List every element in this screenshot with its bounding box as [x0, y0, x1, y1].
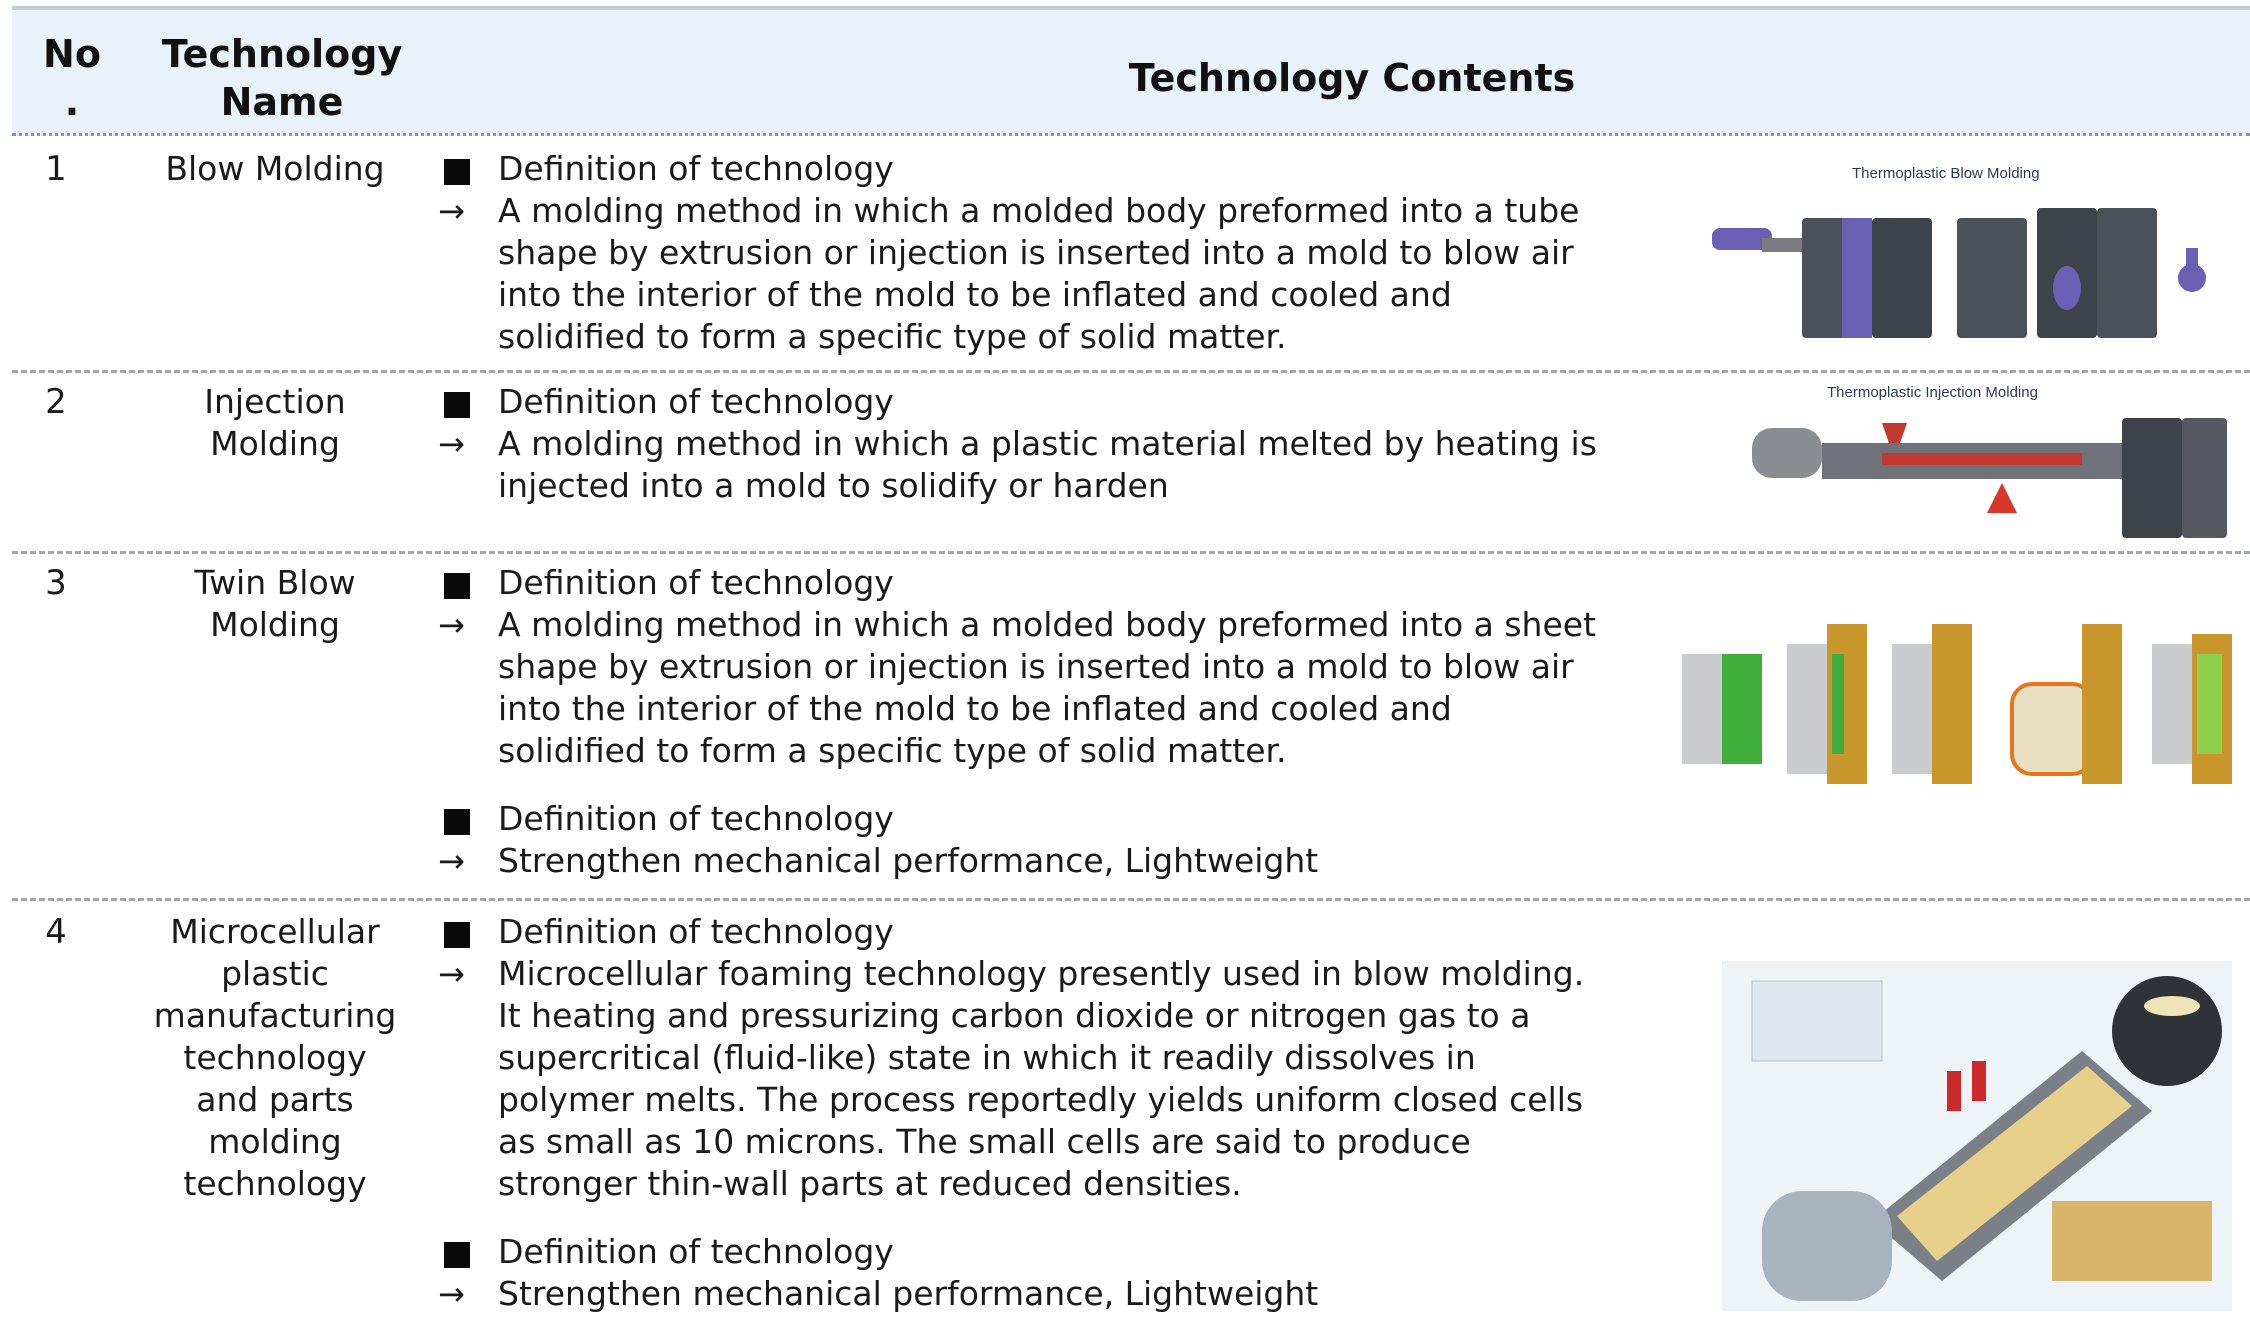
figure-title: Thermoplastic Blow Molding [1852, 165, 2040, 182]
technology-contents: Definition of technology → A molding met… [430, 148, 1610, 358]
definition-body-text: Microcellular foaming technology present… [498, 954, 1585, 1203]
definition-heading-text: Definition of technology [498, 149, 894, 188]
motor-icon [1752, 428, 1822, 478]
definition-text: → Strengthen mechanical performance, Lig… [430, 840, 1610, 882]
definition-heading: Definition of technology [430, 562, 1610, 604]
hopper-icon [1882, 423, 1907, 443]
right-arrow-bullet-icon: → [438, 1275, 465, 1313]
mold-close-stage-icon [1787, 624, 1867, 784]
black-square-bullet-icon [444, 159, 470, 185]
closed-mold-icon [1957, 218, 2027, 338]
technology-contents: Definition of technology → A molding met… [430, 562, 1610, 882]
definition-text: → A molding method in which a molded bod… [430, 190, 1610, 358]
technology-name: Blow Molding [165, 149, 385, 188]
parison-nozzle-icon [1712, 228, 1772, 250]
black-square-bullet-icon [444, 1242, 470, 1268]
right-arrow-bullet-icon: → [438, 606, 465, 644]
table-row: 4 Microcellular plastic manufacturing te… [12, 901, 2250, 1321]
definition-text: → Microcellular foaming technology prese… [430, 953, 1610, 1205]
injection-molding-figure: Thermoplastic Injection Molding [1752, 384, 2227, 538]
table-row: 2 Injection Molding Definition of techno… [12, 373, 2250, 549]
definition-body-text: A molding method in which a molded body … [498, 605, 1597, 770]
definition-heading-text: Definition of technology [498, 382, 894, 421]
die-head-icon [1762, 1191, 1892, 1301]
definition-text: → A molding method in which a molded bod… [430, 604, 1610, 772]
foam-cells-icon [2052, 1201, 2212, 1281]
row-divider [12, 551, 2250, 554]
right-arrow-bullet-icon: → [438, 955, 465, 993]
technology-contents: Definition of technology → A molding met… [430, 381, 1610, 507]
definition-body-text: A molding method in which a molded body … [498, 191, 1580, 356]
row-number: 3 [45, 563, 67, 603]
right-arrow-bullet-icon: → [438, 425, 465, 463]
definition-text: → Strengthen mechanical performance, Lig… [430, 1273, 1610, 1315]
right-arrow-bullet-icon: → [438, 192, 465, 230]
black-square-bullet-icon [444, 809, 470, 835]
definition-heading: Definition of technology [430, 911, 1610, 953]
right-arrow-bullet-icon: → [438, 842, 465, 880]
table-row: 1 Blow Molding Definition of technology … [12, 140, 2250, 368]
definition-heading-text: Definition of technology [498, 1232, 894, 1271]
technology-contents: Definition of technology → Microcellular… [430, 911, 1610, 1315]
row-number: 1 [45, 149, 67, 189]
gas-injector-icon [1947, 1071, 1961, 1111]
definition-heading: Definition of technology [430, 381, 1610, 423]
row-number: 4 [45, 912, 67, 952]
technology-name: Twin Blow Molding [194, 563, 356, 644]
table-row: 3 Twin Blow Molding Definition of techno… [12, 554, 2250, 896]
header-technology-name: Technology Name [161, 32, 403, 124]
eject-stage-icon [2082, 624, 2232, 784]
definition-heading: Definition of technology [430, 1231, 1610, 1273]
definition-body-text: A molding method in which a plastic mate… [498, 424, 1597, 505]
black-square-bullet-icon [444, 573, 470, 599]
header-no: No . [43, 32, 101, 124]
microcellular-extruder-figure [1722, 961, 2232, 1311]
black-square-bullet-icon [444, 922, 470, 948]
machine-thumbnail-icon [1751, 980, 1883, 1062]
twin-sheet-stage-icon [1682, 654, 1762, 764]
definition-heading-text: Definition of technology [498, 799, 894, 838]
blow-stage-icon [1892, 624, 1972, 784]
blow-molding-figure: Thermoplastic Blow Molding [1712, 165, 2206, 338]
definition-heading-text: Definition of technology [498, 912, 894, 951]
definition-heading: Definition of technology [430, 148, 1610, 190]
technology-name: Injection Molding [204, 382, 346, 463]
technology-name: Microcellular plastic manufacturing tech… [153, 912, 397, 1203]
header-technology-contents: Technology Contents [1128, 56, 1576, 100]
black-square-bullet-icon [444, 392, 470, 418]
row-divider [12, 898, 2250, 901]
definition-heading-text: Definition of technology [498, 563, 894, 602]
motor-end-icon [2112, 976, 2222, 1086]
definition-heading: Definition of technology [430, 798, 1610, 840]
mold-halves-icon [2122, 418, 2182, 538]
row-divider [12, 370, 2250, 373]
definition-text: → A molding method in which a plastic ma… [430, 423, 1610, 507]
definition-body-text: Strengthen mechanical performance, Light… [498, 841, 1319, 880]
detail-zoom-icon [2010, 682, 2094, 776]
figure-title: Thermoplastic Injection Molding [1827, 384, 2038, 401]
twin-blow-molding-figure [1682, 624, 2232, 784]
table-header: No . Technology Name Technology Contents [12, 6, 2250, 136]
definition-body-text: Strengthen mechanical performance, Light… [498, 1274, 1319, 1313]
blown-part-icon [2178, 264, 2206, 292]
row-number: 2 [45, 382, 67, 422]
